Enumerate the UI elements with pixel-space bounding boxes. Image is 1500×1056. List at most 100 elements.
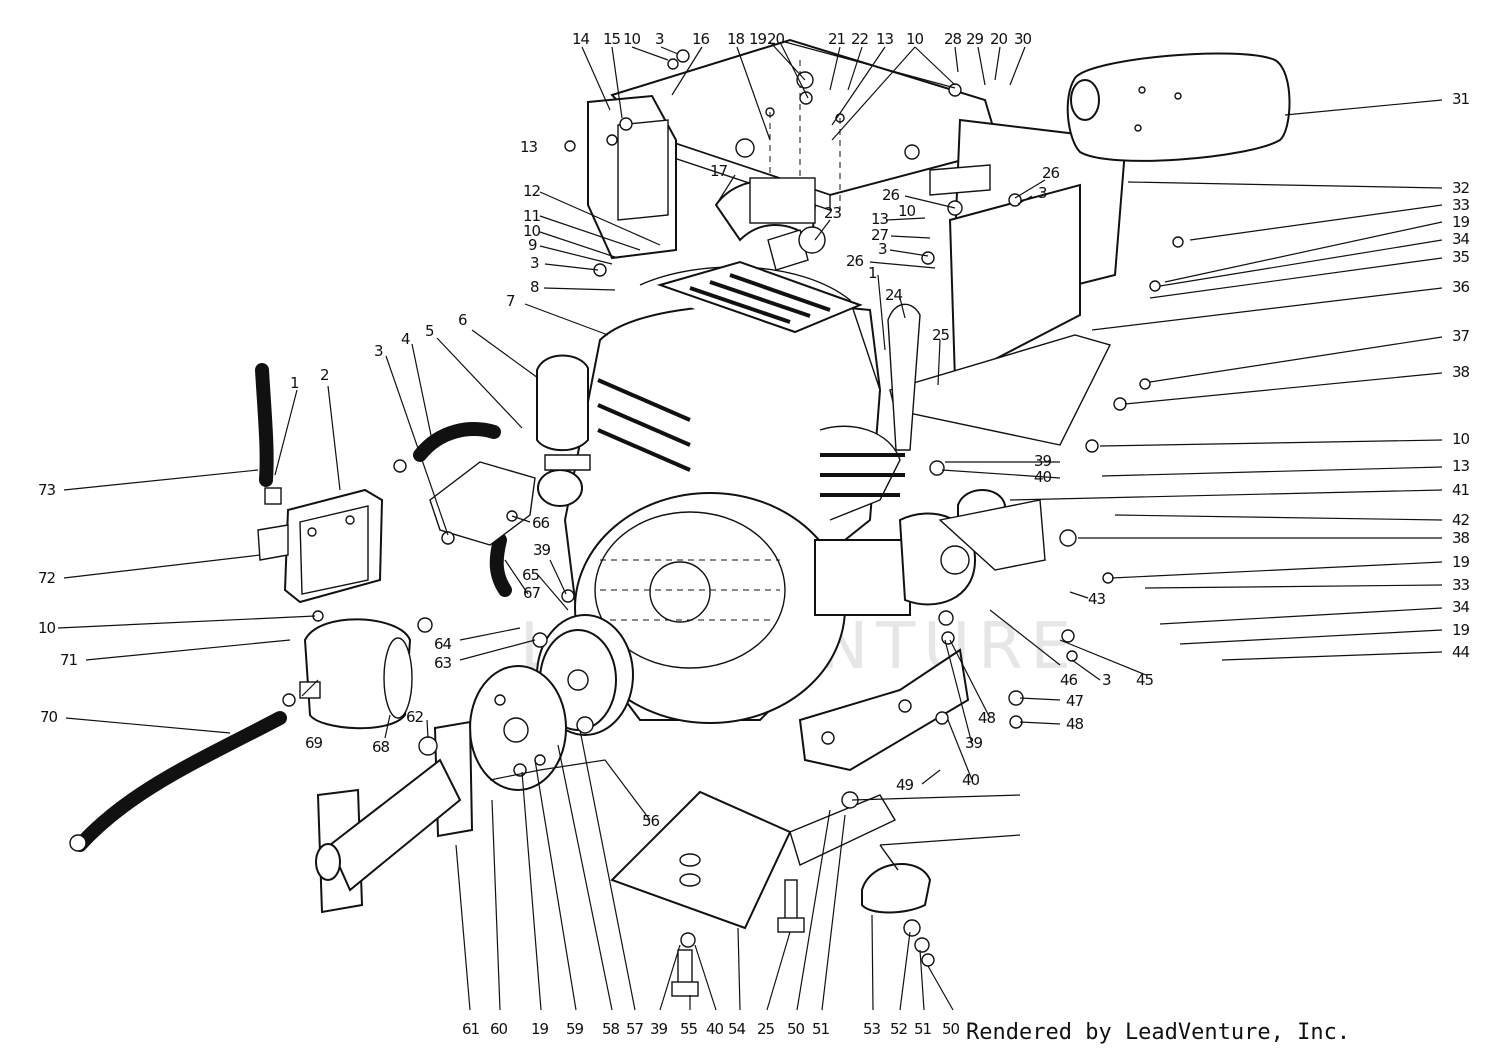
callout-73: 73 (38, 481, 56, 499)
callout-61: 61 (462, 1020, 480, 1038)
hose-clamp-70 (69, 834, 87, 852)
blower-housing-screen (574, 492, 846, 724)
callout-labels: 14 15 10 3 16 18 19 20 21 22 13 10 28 29… (38, 30, 1471, 1038)
air-intake-bracket (429, 461, 536, 546)
callout-10: 10 (1452, 430, 1470, 448)
callout-26: 26 (882, 186, 900, 204)
callout-50: 50 (787, 1020, 805, 1038)
callout-72: 72 (38, 569, 56, 587)
long-bolt-55 (671, 949, 699, 997)
callout-60: 60 (490, 1020, 508, 1038)
cylinder-head (656, 260, 863, 334)
callout-10: 10 (523, 222, 541, 240)
callout-59: 59 (566, 1020, 584, 1038)
callout-5: 5 (425, 322, 434, 340)
callout-34: 34 (1452, 230, 1470, 248)
callout-16: 16 (692, 30, 710, 48)
callout-19: 19 (1452, 213, 1470, 231)
callout-27: 27 (871, 226, 889, 244)
callout-6: 6 (458, 311, 467, 329)
callout-9: 9 (528, 236, 537, 254)
callout-1: 1 (868, 264, 877, 282)
callout-42: 42 (1452, 511, 1470, 529)
callout-13: 13 (520, 138, 538, 156)
callout-33: 33 (1452, 576, 1470, 594)
callout-33: 33 (1452, 196, 1470, 214)
callout-58: 58 (602, 1020, 620, 1038)
air-cleaner-cover (536, 354, 591, 507)
callout-39: 39 (1034, 452, 1052, 470)
callout-13: 13 (1452, 457, 1470, 475)
fuel-filter (299, 618, 413, 730)
callout-19: 19 (531, 1020, 549, 1038)
carburetor-and-intake (814, 512, 977, 616)
callout-52: 52 (890, 1020, 908, 1038)
right-heat-shield (889, 118, 1127, 446)
callout-10: 10 (623, 30, 641, 48)
callout-46: 46 (1060, 671, 1078, 689)
callout-40: 40 (1034, 468, 1052, 486)
fuel-hoses (73, 363, 512, 852)
callout-57: 57 (626, 1020, 644, 1038)
long-bolt-25 (777, 879, 805, 933)
callout-40: 40 (706, 1020, 724, 1038)
callout-64: 64 (434, 635, 452, 653)
callout-65: 65 (522, 566, 540, 584)
callout-67: 67 (523, 584, 541, 602)
callout-3: 3 (878, 240, 887, 258)
callout-17: 17 (710, 162, 728, 180)
callout-32: 32 (1452, 179, 1470, 197)
callout-39: 39 (533, 541, 551, 559)
callout-56: 56 (642, 812, 660, 830)
callout-20: 20 (990, 30, 1008, 48)
callout-2: 2 (320, 366, 329, 384)
callout-25: 25 (932, 326, 950, 344)
callout-50: 50 (942, 1020, 960, 1038)
callout-26: 26 (1042, 164, 1060, 182)
callout-11: 11 (523, 207, 541, 225)
callout-45: 45 (1136, 671, 1154, 689)
callout-31: 31 (1452, 90, 1470, 108)
callout-25: 25 (757, 1020, 775, 1038)
callout-23: 23 (824, 204, 842, 222)
callout-7: 7 (506, 292, 515, 310)
rubber-isolator-upper (938, 489, 1046, 571)
callout-44: 44 (1452, 643, 1470, 661)
callout-1: 1 (290, 374, 299, 392)
leader-lines (57, 41, 1443, 1011)
callout-38: 38 (1452, 529, 1470, 547)
callout-4: 4 (401, 330, 410, 348)
render-credit: Rendered by LeadVenture, Inc. (966, 1020, 1351, 1045)
callout-14: 14 (572, 30, 590, 48)
dipstick-tube (887, 303, 921, 451)
callout-37: 37 (1452, 327, 1470, 345)
callout-69: 69 (305, 734, 323, 752)
callout-19: 19 (749, 30, 767, 48)
callout-13: 13 (871, 210, 889, 228)
engine-base-pad (798, 648, 970, 772)
callout-51: 51 (914, 1020, 932, 1038)
callout-71: 71 (60, 651, 78, 669)
callout-20: 20 (767, 30, 785, 48)
callout-3: 3 (1102, 671, 1111, 689)
callout-63: 63 (434, 654, 452, 672)
callout-10: 10 (38, 619, 56, 637)
callout-47: 47 (1066, 692, 1084, 710)
callout-19: 19 (1452, 553, 1470, 571)
callout-39: 39 (650, 1020, 668, 1038)
callout-15: 15 (603, 30, 621, 48)
callout-62: 62 (406, 708, 424, 726)
callout-3: 3 (374, 342, 383, 360)
callout-51: 51 (812, 1020, 830, 1038)
fuel-pump (257, 487, 384, 604)
callout-48: 48 (1066, 715, 1084, 733)
callout-28: 28 (944, 30, 962, 48)
callout-3: 3 (655, 30, 664, 48)
callout-18: 18 (727, 30, 745, 48)
muffler (1066, 52, 1291, 162)
callout-40: 40 (962, 771, 980, 789)
callout-54: 54 (728, 1020, 746, 1038)
callout-34: 34 (1452, 598, 1470, 616)
callout-70: 70 (40, 708, 58, 726)
callout-38: 38 (1452, 363, 1470, 381)
